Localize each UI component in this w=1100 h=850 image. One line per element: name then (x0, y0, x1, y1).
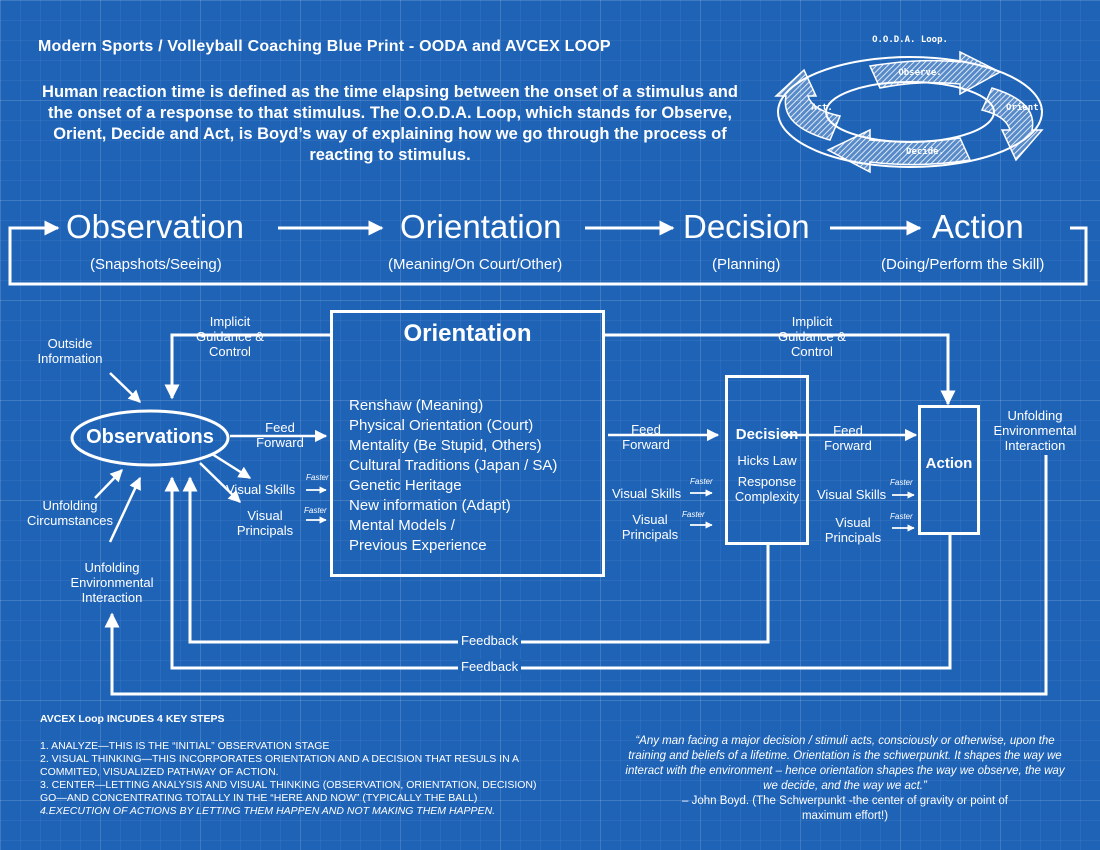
feedback-environment (104, 455, 1048, 696)
stage-observation: Observation (66, 208, 244, 245)
boyd-quote: “Any man facing a major decision / stimu… (620, 734, 1070, 824)
orientation-item: Mentality (Be Stupid, Others) (349, 437, 542, 454)
observe-arrow (868, 50, 1002, 96)
arrow-implicit-guidance-left (164, 333, 330, 400)
observations-label: Observations (86, 426, 214, 448)
decision-item-response: Response Complexity (734, 474, 800, 504)
orientation-item: Cultural Traditions (Japan / SA) (349, 457, 558, 474)
stage-loop-return (8, 220, 1088, 286)
action-box-title: Action (925, 455, 973, 472)
stage-decision: Decision (683, 208, 810, 245)
implicit-guidance-left-label: Implicit Guidance & Control (196, 314, 264, 359)
visual-principals-1: Visual Principals (236, 508, 294, 538)
arrow-observations-visual-principals (199, 462, 241, 503)
implicit-guidance-right-label: Implicit Guidance & Control (778, 314, 846, 359)
avcex-line: 4.EXECUTION OF ACTIONS BY LETTING THEM H… (40, 805, 496, 817)
ooda-act-label: Act. (811, 103, 833, 113)
decide-arrow (826, 128, 972, 174)
orientation-item: Renshaw (Meaning) (349, 397, 484, 414)
stage-orientation: Orientation (400, 208, 562, 245)
faster-1: Faster (306, 473, 329, 482)
arrow-unfolding-circumstances (94, 469, 123, 499)
faster-4: Faster (682, 510, 705, 519)
faster-5: Faster (890, 478, 913, 487)
orientation-item: Mental Models / (349, 517, 455, 534)
orientation-box (330, 310, 605, 577)
quote-attribution: – John Boyd. (The Schwerpunkt -the cente… (681, 795, 1008, 822)
stage-orientation-sub: (Meaning/On Court/Other) (388, 256, 563, 273)
feedback-label-2: Feedback (458, 659, 522, 674)
orientation-item: Genetic Heritage (349, 477, 462, 494)
arrow-observations-visual-skills (211, 452, 252, 480)
decision-item-hicks: Hicks Law (737, 453, 797, 468)
intro-paragraph: Human reaction time is defined as the ti… (42, 83, 738, 164)
visual-principals-2: Visual Principals (621, 512, 679, 542)
stage-action-sub: (Doing/Perform the Skill) (881, 256, 1045, 273)
act-arrow (774, 68, 842, 141)
unfolding-circumstances-label: Unfolding Circumstances (27, 498, 113, 528)
visual-skills-1: Visual Skills (226, 482, 296, 497)
decision-box-title: Decision (735, 426, 799, 443)
page-title: Modern Sports / Volleyball Coaching Blue… (38, 38, 611, 55)
orientation-item: Physical Orientation (Court) (349, 417, 534, 434)
visual-principals-3: Visual Principals (824, 515, 882, 545)
visual-skills-3: Visual Skills (817, 487, 887, 502)
avcex-line: 3. CENTER—LETTING ANALYSIS AND VISUAL TH… (40, 779, 537, 791)
arrow-outside-information (109, 372, 141, 403)
orientation-item: Previous Experience (349, 537, 487, 554)
avcex-line: GO—AND CONCENTRATING TOTALLY IN THE “HER… (40, 792, 478, 804)
stage-observation-sub: (Snapshots/Seeing) (90, 256, 222, 273)
faster-6: Faster (890, 512, 913, 521)
feed-forward-2: Feed Forward (622, 422, 670, 452)
ooda-outer-ring (777, 56, 1043, 168)
ooda-loop-graphic: O.O.D.A. Loop. Observe. Orient. Decide. … (774, 35, 1044, 174)
arrow-unfolding-env-left (108, 476, 142, 543)
arrow-implicit-guidance-right (605, 333, 956, 406)
orient-arrow (980, 87, 1044, 162)
feedback-label-1: Feedback (458, 633, 522, 648)
orientation-box-title: Orientation (403, 320, 532, 347)
unfolding-env-left-label: Unfolding Environmental Interaction (70, 560, 154, 605)
feed-forward-1: Feed Forward (256, 420, 304, 450)
orientation-item: New information (Adapt) (349, 497, 511, 514)
faster-2: Faster (304, 506, 327, 515)
outside-information-label: Outside Information (37, 336, 103, 366)
avcex-line: 2. VISUAL THINKING—THIS INCORPORATES ORI… (40, 753, 520, 765)
feedback-from-action (164, 476, 952, 670)
feed-forward-3: Feed Forward (824, 423, 872, 453)
avcex-steps: AVCEX Loop INCUDES 4 KEY STEPS 1. ANALYZ… (40, 713, 537, 818)
action-box (918, 405, 980, 535)
orientation-list: Renshaw (Meaning) Physical Orientation (… (349, 396, 557, 556)
observations-ellipse (70, 409, 230, 467)
stage-decision-sub: (Planning) (712, 256, 781, 273)
quote-text: “Any man facing a major decision / stimu… (625, 735, 1065, 792)
unfolding-env-right-label: Unfolding Environmental Interaction (993, 408, 1077, 453)
avcex-line: COMMITED, VISUALIZED PATHWAY OF ACTION. (40, 766, 279, 778)
decision-box (725, 375, 809, 545)
avcex-line: 1. ANALYZE—THIS IS THE “INITIAL” OBSERVA… (40, 740, 330, 752)
ooda-decide-label: Decide. (906, 146, 944, 157)
ooda-orient-label: Orient. (1006, 102, 1044, 113)
ooda-observe-label: Observe. (898, 68, 941, 78)
visual-skills-2: Visual Skills (612, 486, 682, 501)
ooda-title: O.O.D.A. Loop. (872, 35, 948, 45)
stage-action: Action (932, 208, 1024, 245)
faster-3: Faster (690, 477, 713, 486)
avcex-heading: AVCEX Loop INCUDES 4 KEY STEPS (40, 713, 225, 725)
